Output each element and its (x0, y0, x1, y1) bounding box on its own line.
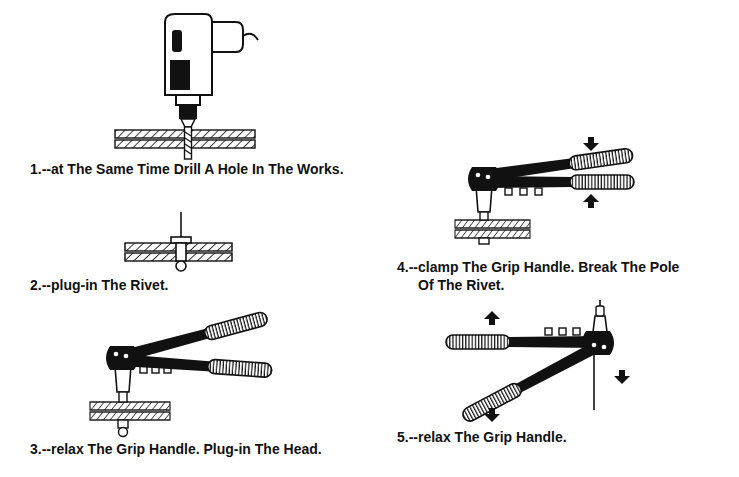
step-caption: 1.--at The Same Time Drill A Hole In The… (30, 160, 390, 178)
step-caption: 3.--relax The Grip Handle. Plug-in The H… (30, 440, 390, 458)
rivet-figure (125, 212, 232, 271)
riveter-open (90, 311, 272, 437)
step-caption: 2.--plug-in The Rivet. (30, 276, 390, 294)
drill-figure (115, 14, 258, 159)
riveter-released (446, 300, 630, 424)
step-caption: 5.--relax The Grip Handle. (397, 428, 717, 446)
step-caption: 4.--clamp The Grip Handle. Break The Pol… (397, 258, 689, 294)
riveter-clamped (455, 137, 634, 244)
